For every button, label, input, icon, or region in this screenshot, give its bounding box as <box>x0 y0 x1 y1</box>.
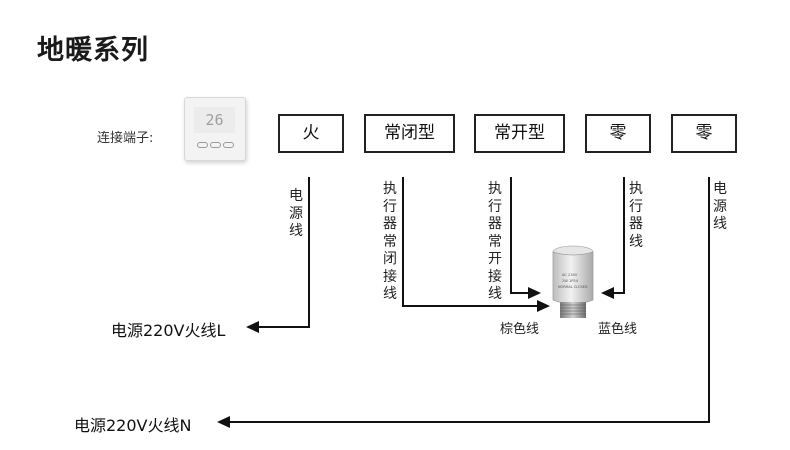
actuator-spec-1: AC 230V <box>562 273 578 277</box>
actuator-spec-3: NORMAL CLOSED <box>558 285 588 289</box>
page-title: 地暖系列 <box>37 35 149 66</box>
wire-label-no-actuator: 执行器常开接线 <box>488 181 502 302</box>
wire-label-power-live: 电源线 <box>289 188 303 239</box>
terminal-normally-closed: 常闭型 <box>364 114 455 153</box>
connection-terminal-label: 连接端子: <box>97 131 154 146</box>
wire-nc <box>402 177 542 307</box>
terminal-normally-open: 常开型 <box>474 114 565 153</box>
output-neutral-label: 电源220V火线N <box>74 416 192 435</box>
wire-live <box>258 177 310 328</box>
thermostat-button <box>210 142 221 148</box>
actuator-spec-2: 2W 1P54 <box>562 279 579 283</box>
arrow-neutral-actuator <box>601 287 614 299</box>
blue-wire-label: 蓝色线 <box>598 322 638 337</box>
arrow-neutral <box>217 416 230 428</box>
thermostat-image: 26 <box>184 97 246 161</box>
arrow-nc <box>537 300 550 312</box>
wire-no <box>510 177 532 294</box>
wire-label-actuator-neutral: 执行器线 <box>629 181 643 250</box>
wire-label-nc-actuator: 执行器常闭接线 <box>383 181 397 302</box>
thermal-actuator-image: AC 230V 2W 1P54 NORMAL CLOSED <box>552 245 594 318</box>
thermostat-button <box>223 142 234 148</box>
wire-neutral-actuator <box>612 177 625 294</box>
thermostat-button <box>197 142 208 148</box>
arrow-no <box>528 287 541 299</box>
output-live-label: 电源220V火线L <box>111 321 226 340</box>
brown-wire-label: 棕色线 <box>500 322 540 337</box>
terminal-live: 火 <box>278 114 344 153</box>
terminal-neutral-1: 零 <box>585 114 651 153</box>
terminal-neutral-2: 零 <box>671 114 737 153</box>
thermostat-display: 26 <box>194 107 235 133</box>
wire-neutral <box>228 177 710 423</box>
arrow-live <box>246 321 259 333</box>
wire-label-power-neutral: 电源线 <box>713 181 727 232</box>
